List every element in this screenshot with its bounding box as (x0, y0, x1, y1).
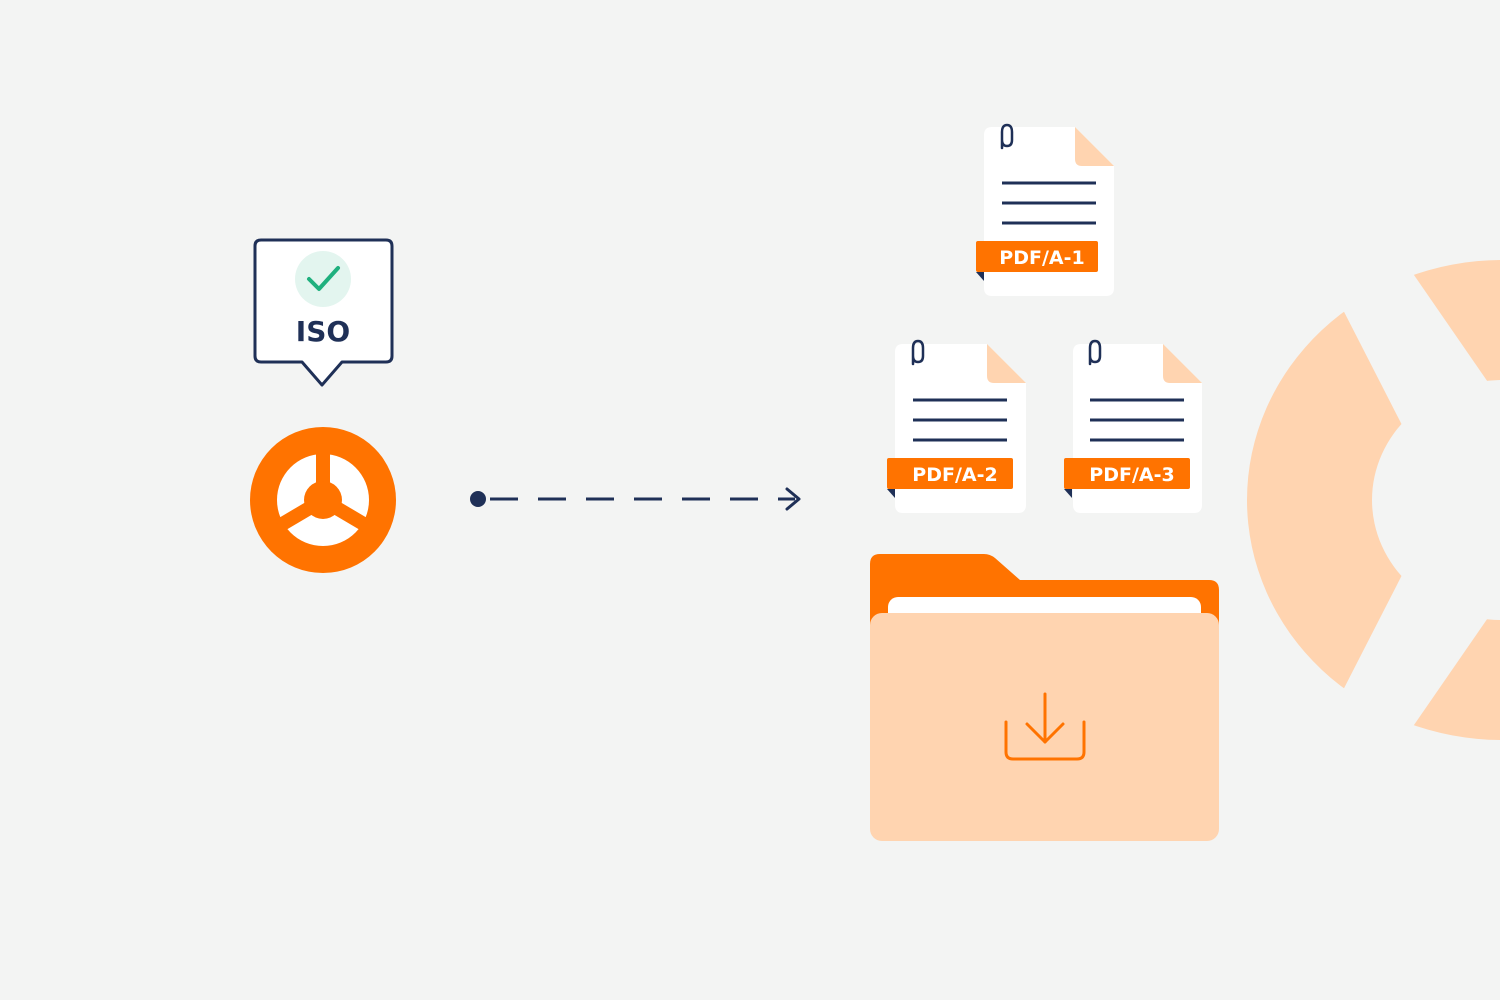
format-tag-label: PDF/A-2 (912, 464, 997, 486)
tag-fold (887, 489, 895, 498)
logo-icon (250, 427, 396, 573)
connector-start-dot (470, 491, 486, 507)
paperclip-icon (1088, 339, 1102, 366)
arrow-right-icon (785, 487, 801, 511)
document-pdfa-1: PDF/A-1 (976, 123, 1114, 296)
connector-arrow (470, 487, 801, 511)
paperclip-icon (1000, 123, 1014, 150)
iso-badge: ISO (253, 238, 394, 387)
document-pdfa-2: PDF/A-2 (887, 339, 1026, 513)
iso-label: ISO (296, 315, 350, 348)
watermark-gap-top (1300, 215, 1492, 425)
background-logo-watermark (1247, 215, 1500, 785)
check-icon-bg (295, 251, 351, 307)
format-tag-label: PDF/A-3 (1089, 464, 1174, 486)
format-tag (1064, 458, 1190, 489)
download-icon (1004, 692, 1086, 761)
document-pdfa-3: PDF/A-3 (1064, 339, 1202, 513)
document-fold-corner (1075, 127, 1114, 166)
document-fold-corner (987, 344, 1026, 383)
iso-badge-bubble (253, 238, 394, 387)
format-tag (887, 458, 1013, 489)
folder (870, 554, 1219, 841)
paperclip-icon (911, 339, 925, 366)
tag-fold (976, 272, 984, 281)
tag-fold (1064, 489, 1072, 498)
format-tag (976, 241, 1098, 272)
check-icon (307, 266, 340, 291)
document-fold-corner (1163, 344, 1202, 383)
format-tag-label: PDF/A-1 (999, 247, 1084, 269)
watermark-gap-bottom (1300, 575, 1492, 785)
